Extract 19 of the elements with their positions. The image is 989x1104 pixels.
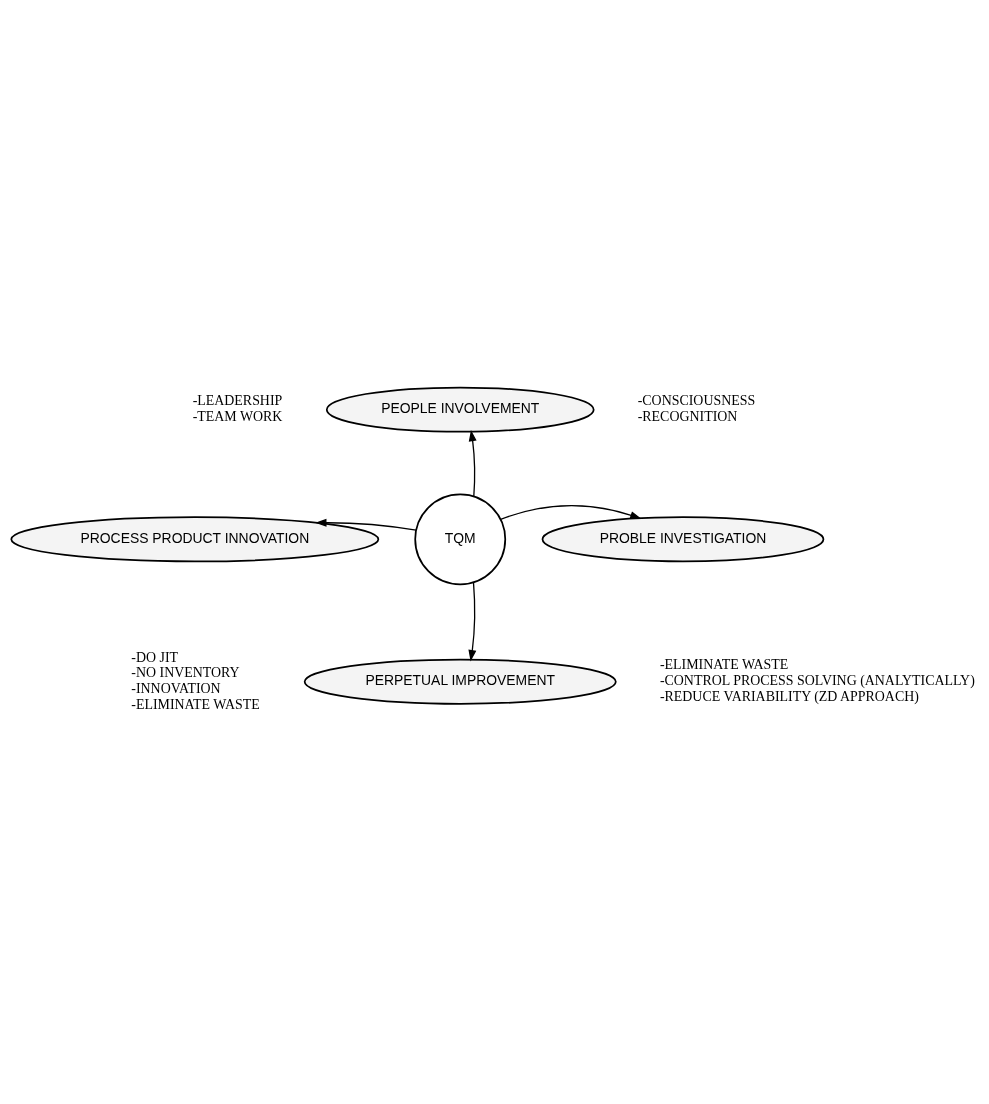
label: -CONSCIOUSNESS: [637, 393, 756, 409]
node-ellipse: PEOPLE INVOLVEMENT: [325, 386, 595, 433]
arrow: [468, 581, 477, 662]
node-ellipse: PERPETUAL IMPROVEMENT: [303, 658, 617, 705]
label: -RECOGNITION: [637, 408, 738, 424]
arrow: [315, 518, 417, 531]
arrow: [468, 429, 477, 498]
arrow: [500, 505, 642, 520]
label: -REDUCE VARIABILITY (ZD APPROACH): [659, 688, 919, 704]
node-circle: TQM: [414, 493, 507, 586]
label: -ELIMINATE WASTE: [659, 657, 789, 673]
label: -LEADERSHIP: [192, 393, 283, 409]
label: -ELIMINATE WASTE: [131, 696, 260, 712]
label: -NO INVENTORY: [131, 665, 240, 681]
node-ellipse: PROBLE INVESTIGATION: [541, 516, 825, 563]
label: -DO JIT: [131, 649, 179, 665]
label: -TEAM WORK: [192, 408, 283, 424]
label: -INNOVATION: [131, 680, 221, 696]
label: -CONTROL PROCESS SOLVING (ANALYTICALLY): [659, 673, 975, 689]
